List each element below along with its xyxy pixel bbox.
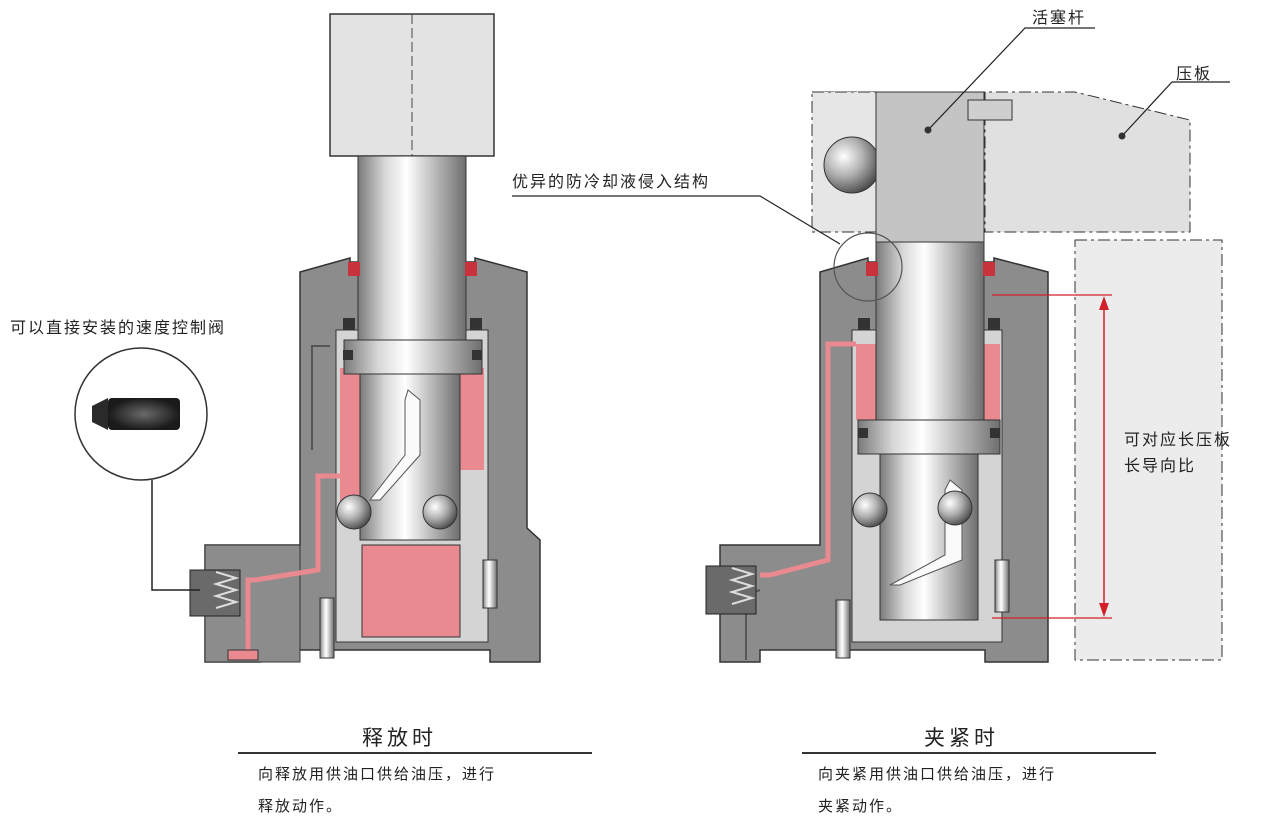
right-port-fitting [705, 565, 757, 615]
right-seal-1 [866, 262, 878, 276]
right-screw [967, 99, 1013, 121]
left-seal-1 [348, 262, 360, 276]
dim-arrow-up-icon [1099, 296, 1109, 310]
right-lower-rod [879, 453, 979, 621]
left-oil-upper-left [340, 368, 365, 520]
right-rod-top [875, 91, 985, 243]
left-bolt [319, 597, 335, 659]
coolant-highlight-circle [833, 232, 903, 302]
left-oring-3 [343, 350, 353, 360]
right-clamp-plate [812, 91, 1191, 233]
speed-valve-label: 可以直接安装的速度控制阀 [10, 318, 227, 337]
right-ball-2 [937, 490, 973, 526]
right-spring [994, 559, 1010, 613]
right-oring-3 [858, 428, 868, 438]
left-port-block [204, 544, 301, 663]
piston-rod-leader [927, 27, 1095, 131]
left-oring-2 [470, 318, 482, 330]
left-port-fitting [189, 569, 241, 617]
clamp-plate-label: 压板 [1176, 64, 1213, 83]
clamp-plate-dot [1118, 132, 1126, 140]
left-cylinder [189, 13, 541, 663]
guide-dimension [992, 294, 1112, 619]
left-oil-lower [361, 544, 461, 638]
left-cam-groove [368, 389, 421, 501]
left-panel-title: 释放时 [362, 726, 437, 750]
right-bolt [835, 599, 851, 659]
left-oil-upper-right [460, 368, 484, 470]
left-piston [343, 339, 483, 375]
left-air-passage [311, 345, 330, 450]
right-oring-1 [858, 318, 870, 330]
left-oring-4 [472, 350, 482, 360]
dim-arrow-down-icon [1099, 603, 1109, 617]
left-oil-passage [245, 473, 340, 660]
left-oring-1 [343, 318, 355, 330]
left-port-seal [227, 649, 259, 661]
long-plate-label-2: 长导向比 [1124, 456, 1197, 475]
right-thread [728, 567, 756, 605]
left-ball-2 [422, 494, 458, 530]
left-ball-1 [336, 494, 372, 530]
right-piston [857, 419, 1001, 455]
left-panel-desc-1: 向释放用供油口供给油压，进行 [258, 765, 497, 783]
piston-rod-dot [924, 126, 932, 134]
left-panel-rule [238, 752, 592, 754]
right-oring-4 [990, 428, 1000, 438]
right-panel-title: 夹紧时 [924, 726, 999, 750]
right-plate-ball [823, 136, 881, 194]
leader-lines [512, 27, 1230, 302]
left-spring [482, 559, 498, 609]
long-plate-outline [1074, 239, 1223, 661]
coolant-leader [512, 195, 841, 245]
right-seal-2 [983, 262, 995, 276]
left-thread [212, 571, 240, 609]
speed-valve-icon [108, 398, 180, 430]
clamp-plate-leader [1121, 81, 1230, 137]
right-panel-rule [802, 752, 1156, 754]
right-cylinder [705, 91, 1223, 663]
valve-nut-icon [92, 398, 108, 430]
left-seal-2 [465, 262, 477, 276]
right-ball-1 [852, 492, 888, 528]
coolant-structure-label: 优异的防冷却液侵入结构 [512, 172, 711, 191]
right-panel-desc-1: 向夹紧用供油口供给油压，进行 [818, 765, 1057, 783]
long-plate-label-1: 可对应长压板 [1124, 430, 1233, 449]
right-panel-desc-2: 夹紧动作。 [818, 797, 904, 815]
left-panel-desc-2: 释放动作。 [258, 797, 344, 815]
left-piston-rod [357, 155, 467, 357]
speed-valve-callout [74, 347, 208, 591]
piston-rod-label: 活塞杆 [1032, 8, 1087, 27]
right-oring-2 [988, 318, 1000, 330]
valve-leader [151, 480, 200, 591]
right-oil-passage [760, 341, 856, 578]
